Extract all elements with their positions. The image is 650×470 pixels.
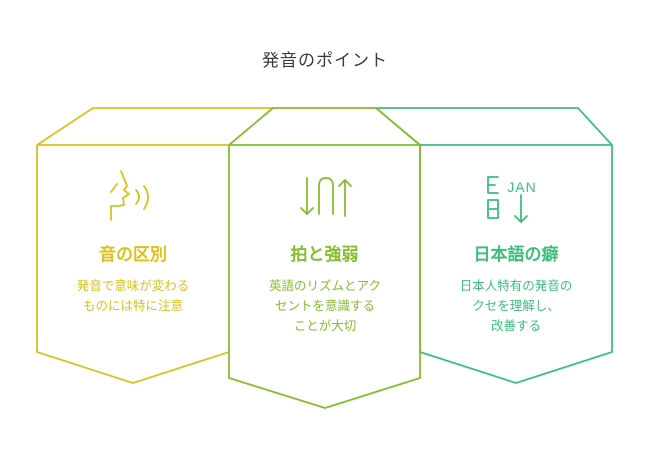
card-1-outline [36, 107, 273, 384]
rhythm-arrows-icon [300, 177, 352, 217]
card-1-heading: 音の区別 [99, 245, 167, 265]
diagram-title: 発音のポイント [262, 51, 388, 71]
card-3-description: 日本人特有の発音の クセを理解し、 改善する [428, 276, 604, 336]
card-3-heading: 日本語の癖 [473, 245, 559, 265]
card-1-description: 発音で意味が変わる ものには特に注意 [45, 276, 221, 316]
jan-icon-label: JAN [507, 179, 536, 195]
speaking-face-icon [110, 170, 149, 221]
card-2-outline [228, 107, 421, 409]
card-2-desc-line: セントを意識する [274, 298, 375, 313]
card-3-desc-line: 日本人特有の発音の [459, 278, 573, 293]
japan-language-icon [487, 176, 528, 223]
card-2-heading: 拍と強弱 [290, 245, 359, 265]
card-1-desc-line: ものには特に注意 [82, 298, 183, 313]
card-3-desc-line: クセを理解し、 [472, 298, 560, 313]
card-2-desc-line: 英語のリズムとアク [269, 278, 381, 293]
card-3-desc-line: 改善する [490, 318, 541, 333]
card-2-description: 英語のリズムとアク セントを意識する ことが大切 [237, 276, 413, 336]
card-1-desc-line: 発音で意味が変わる [76, 278, 190, 293]
card-2-desc-line: ことが大切 [293, 318, 357, 333]
